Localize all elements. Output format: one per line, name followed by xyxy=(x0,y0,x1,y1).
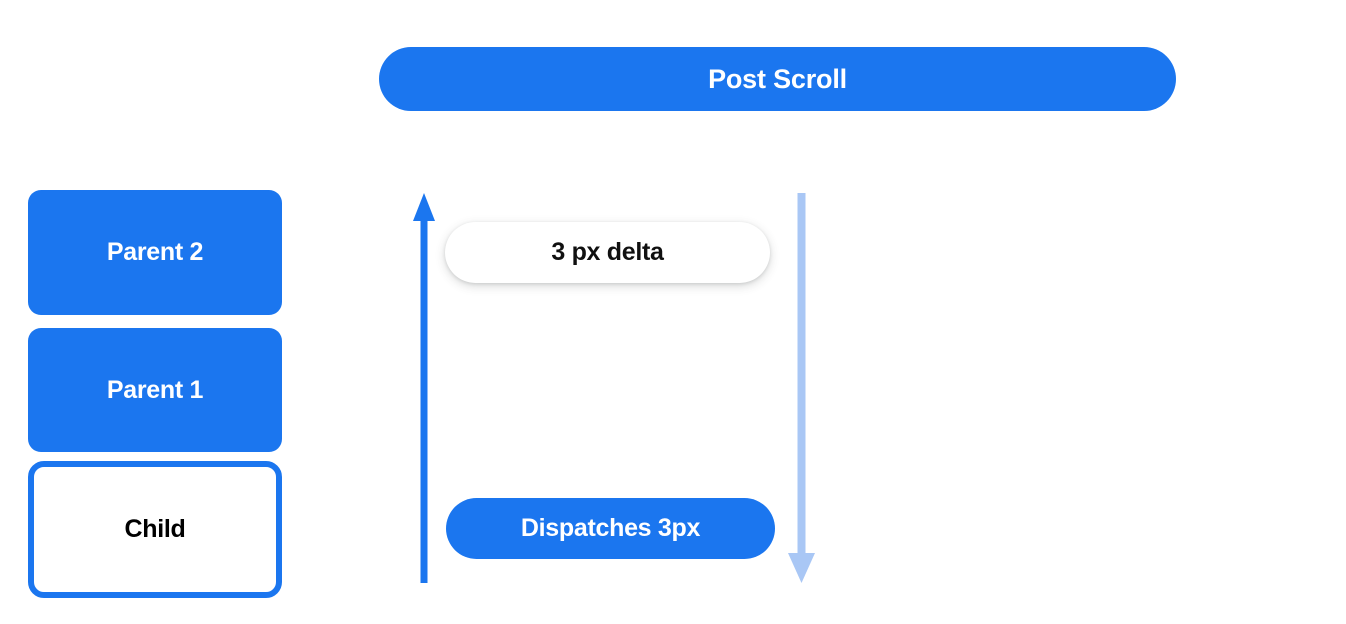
node-parent-2: Parent 2 xyxy=(28,190,282,315)
node-child-label: Child xyxy=(124,515,186,543)
dispatch-annotation-label: Dispatches 3px xyxy=(520,514,701,542)
delta-annotation-pill: 3 px delta xyxy=(445,222,770,283)
node-parent-1: Parent 1 xyxy=(28,328,282,452)
node-child: Child xyxy=(28,461,282,598)
post-scroll-header-label: Post Scroll xyxy=(708,63,847,94)
delta-annotation-label: 3 px delta xyxy=(551,238,664,266)
post-scroll-header: Post Scroll xyxy=(379,47,1176,111)
scroll-down-arrow-icon xyxy=(788,193,815,583)
node-parent-1-label: Parent 1 xyxy=(106,375,204,404)
dispatch-annotation-pill: Dispatches 3px xyxy=(446,498,775,559)
scroll-up-arrow-icon xyxy=(413,193,435,583)
node-parent-2-label: Parent 2 xyxy=(106,238,204,266)
